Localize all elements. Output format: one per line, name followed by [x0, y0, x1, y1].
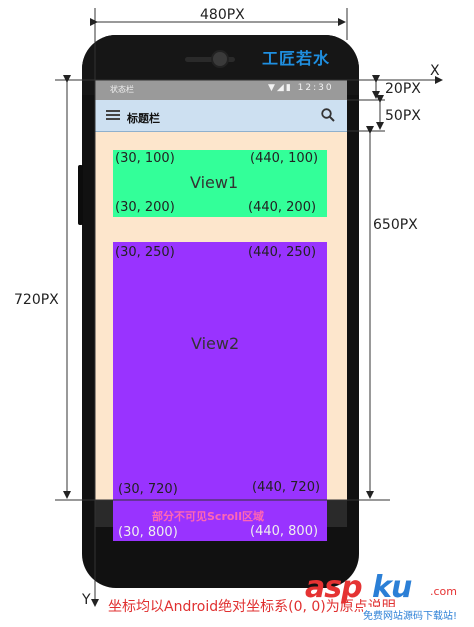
x-axis-label: X	[430, 63, 440, 79]
view2-top-right-coord: (440, 250)	[248, 245, 317, 260]
phone-speaker	[185, 57, 235, 62]
titlebar-dimension-label: 50PX	[385, 108, 421, 124]
title-bar	[95, 100, 347, 132]
view2-bottom-left-coord: (30, 800)	[118, 525, 178, 540]
bottom-bezel-right	[327, 500, 347, 527]
status-time: 12:30	[297, 83, 334, 93]
watermark-logo-com: .com	[430, 585, 457, 598]
screen-height-dimension-label: 720PX	[14, 292, 59, 308]
y-axis-label: Y	[82, 592, 91, 608]
view2-box	[113, 242, 327, 541]
brand-label: 工匠若水	[262, 49, 331, 68]
view1-box	[113, 150, 327, 217]
title-bar-label: 标题栏	[127, 112, 160, 125]
view2-mid-right-coord: (440, 720)	[252, 480, 321, 495]
status-bar-label: 状态栏	[110, 85, 134, 94]
bottom-bezel-left	[95, 500, 113, 527]
wifi-icon: ▼	[268, 83, 277, 93]
view1-top-right-coord: (440, 100)	[250, 151, 319, 166]
view1-label: View1	[190, 173, 239, 192]
watermark-subtitle: 免费网站源码下载站!	[363, 607, 458, 622]
watermark-logo-asp: asp	[305, 570, 363, 605]
view2-label: View2	[191, 334, 240, 353]
status-bar	[95, 80, 347, 100]
hamburger-icon[interactable]	[106, 110, 120, 120]
watermark-logo-ku: ku	[372, 570, 412, 605]
statusbar-dimension-label: 20PX	[385, 81, 421, 97]
view2-bottom-right-coord: (440, 800)	[250, 524, 319, 539]
content-dimension-label: 650PX	[373, 217, 418, 233]
hidden-scroll-area-label: 部分不可见Scroll区域	[152, 510, 264, 523]
view1-top-left-coord: (30, 100)	[115, 151, 175, 166]
view1-bottom-left-coord: (30, 200)	[115, 200, 175, 215]
signal-icon: ◢	[276, 83, 286, 93]
front-camera-icon	[213, 52, 227, 66]
view1-bottom-right-coord: (440, 200)	[248, 200, 317, 215]
search-icon[interactable]	[321, 108, 335, 122]
view2-top-left-coord: (30, 250)	[115, 245, 175, 260]
footer-note: 坐标均以Android绝对坐标系(0, 0)为原点说明	[108, 599, 396, 615]
battery-icon: ▮	[285, 83, 293, 93]
width-dimension-label: 480PX	[200, 7, 245, 23]
view2-mid-left-coord: (30, 720)	[118, 482, 178, 497]
phone-side-button	[78, 165, 83, 225]
status-icons: ▼◢▮ 12:30	[268, 83, 334, 93]
